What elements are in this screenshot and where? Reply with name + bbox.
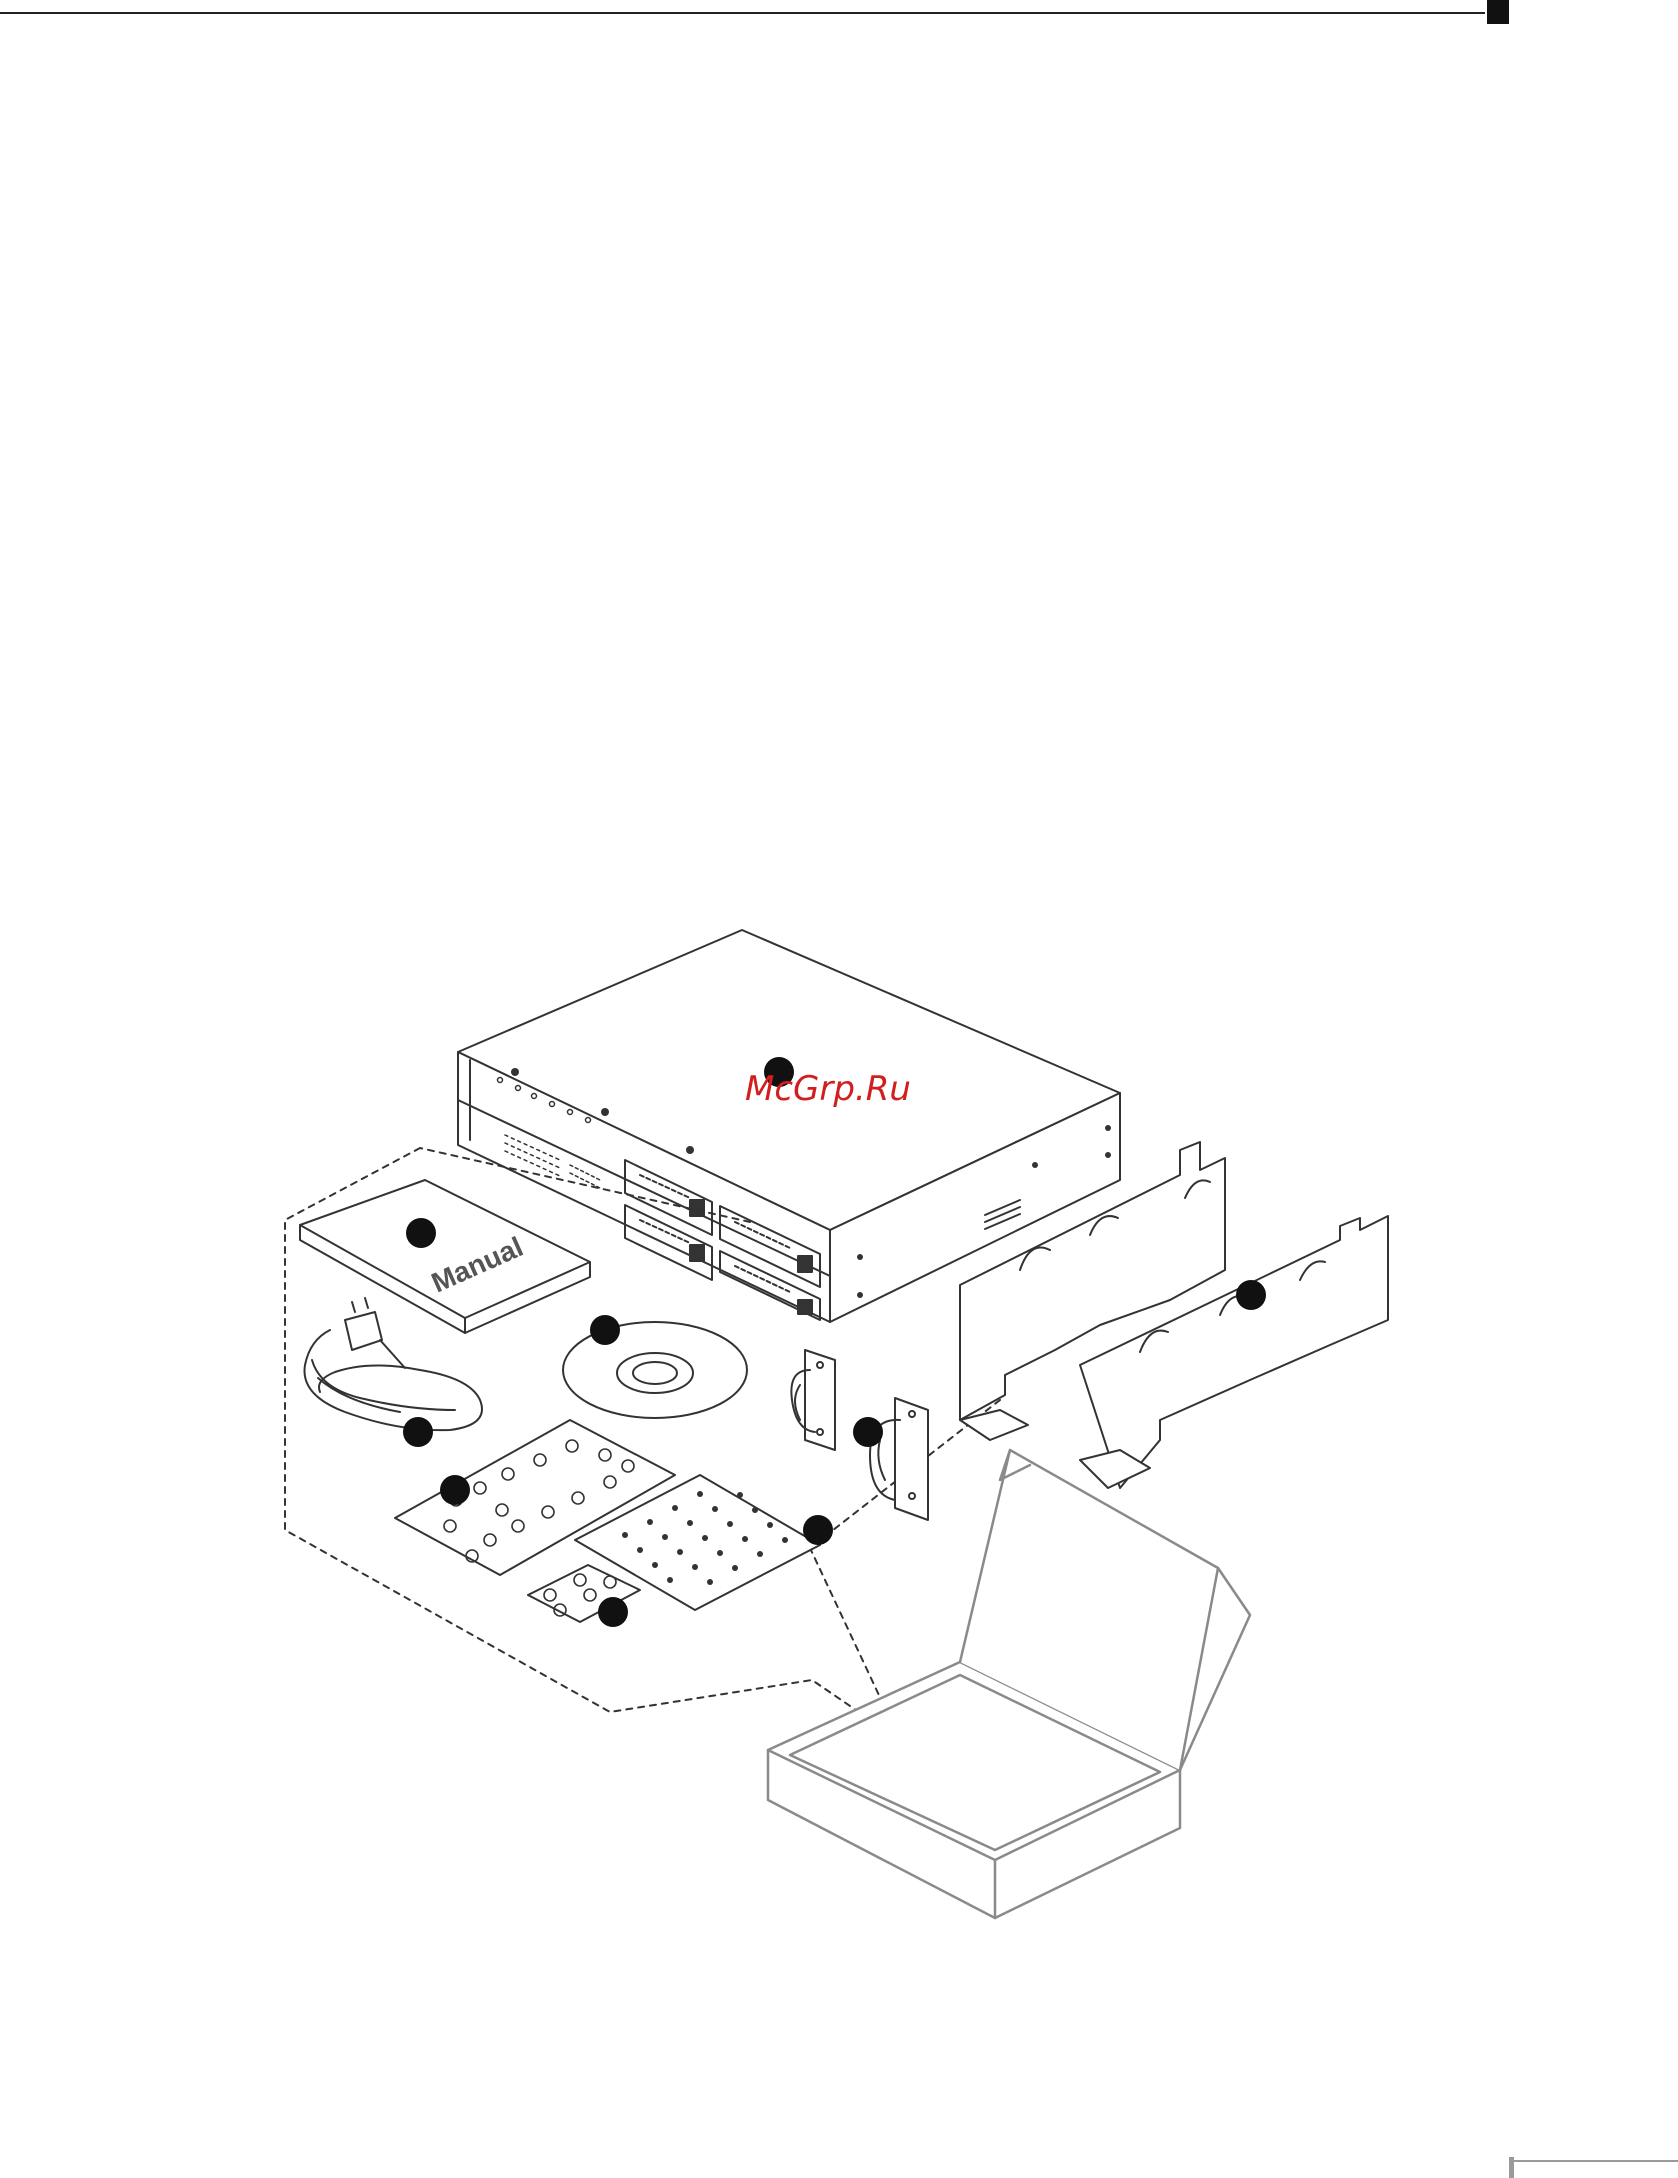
cd-callout-marker xyxy=(590,1315,620,1345)
footer-rule xyxy=(1512,2160,1678,2162)
open-box-illustration xyxy=(768,1450,1250,1918)
screws-callout-marker xyxy=(440,1475,470,1505)
watermark-text: McGrp.Ru xyxy=(745,1069,911,1109)
cd-illustration xyxy=(563,1322,747,1418)
small-screws-callout-marker xyxy=(803,1515,833,1545)
power-cord-callout-marker xyxy=(403,1417,433,1447)
power-cord-illustration xyxy=(305,1298,483,1430)
nuts-callout-marker xyxy=(598,1597,628,1627)
manual-book-illustration: Manual xyxy=(300,1180,590,1333)
manual-callout-marker xyxy=(406,1218,436,1248)
handles-callout-marker xyxy=(853,1417,883,1447)
brackets-callout-marker xyxy=(1236,1280,1266,1310)
